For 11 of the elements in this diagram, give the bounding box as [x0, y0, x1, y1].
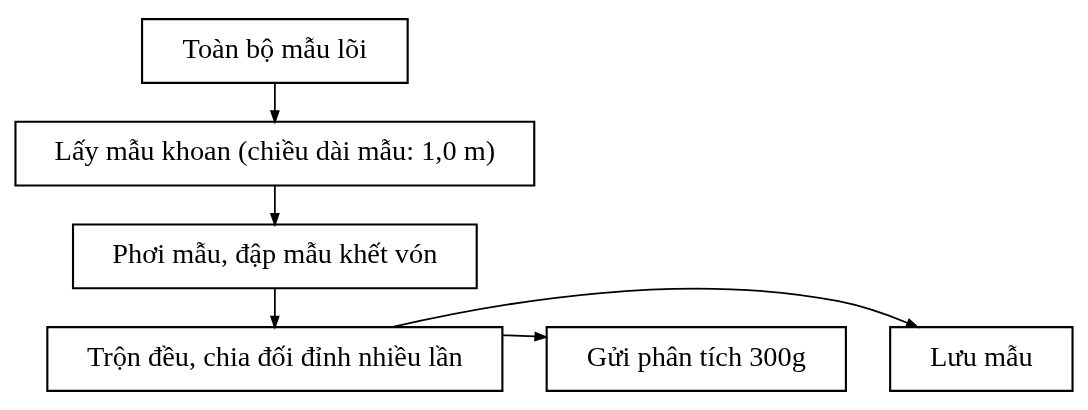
- arrow: [269, 82, 280, 125]
- arrow: [269, 287, 280, 330]
- node-box: Trộn đều, chia đối đỉnh nhiều lần: [46, 326, 504, 392]
- node-box: Phơi mẫu, đập mẫu khết vón: [71, 223, 478, 290]
- arrow: [269, 184, 280, 228]
- node-box: Lưu mẫu: [889, 326, 1074, 392]
- node-box: Lấy mẫu khoan (chiều dài mẫu: 1,0 m): [14, 120, 536, 187]
- arrow: [390, 287, 920, 329]
- node-box: Toàn bộ mẫu lõi: [141, 18, 409, 84]
- node-box: Gửi phân tích 300g: [545, 326, 847, 392]
- arrow: [501, 331, 549, 342]
